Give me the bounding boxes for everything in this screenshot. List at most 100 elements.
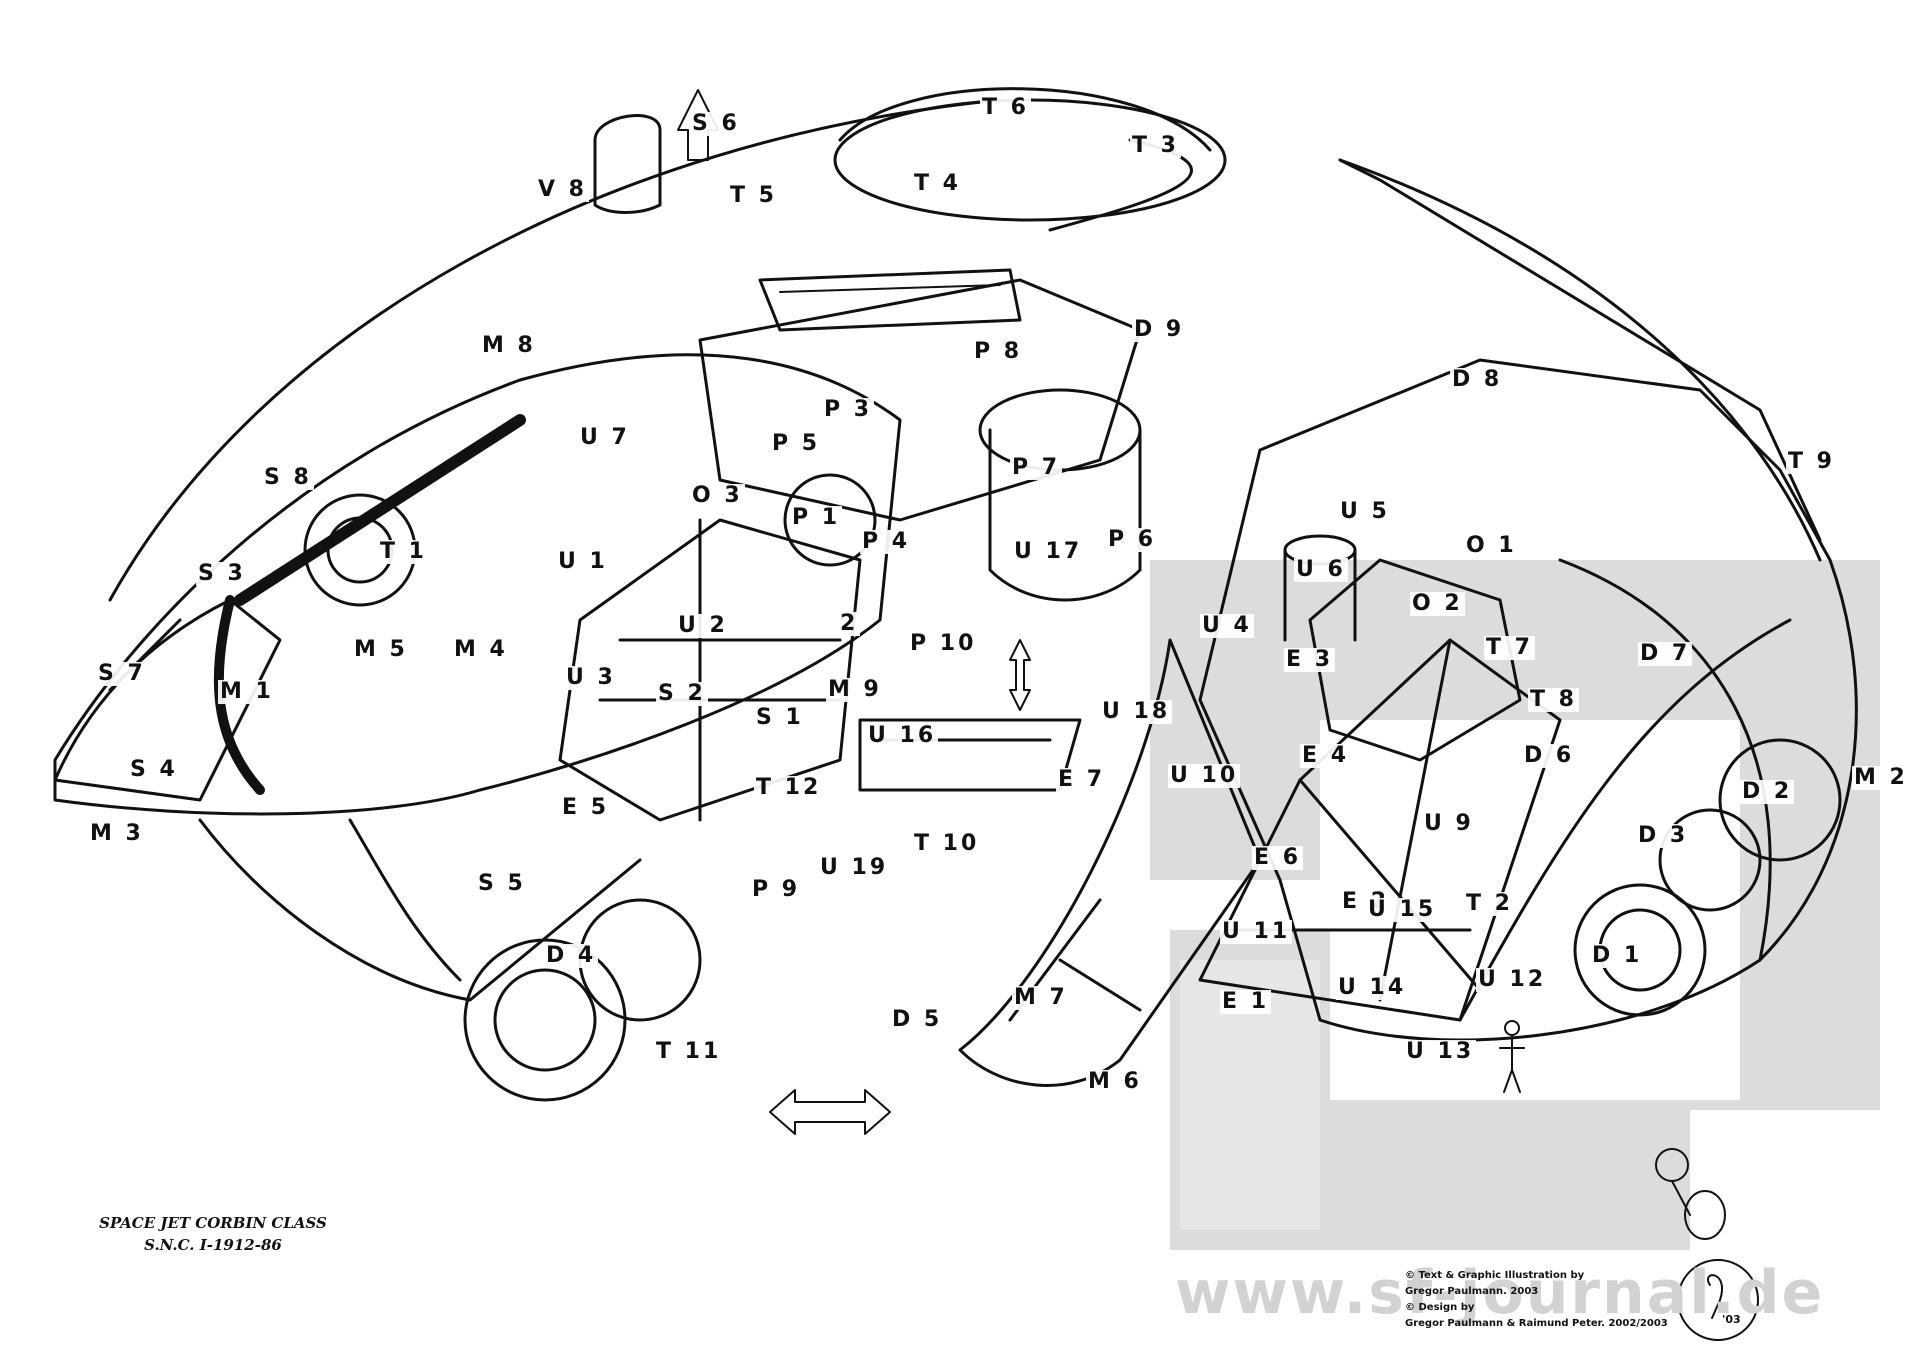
callout-label: T 3 — [1130, 133, 1181, 158]
watermark-url: www.sf-journal.de — [1175, 1258, 1825, 1328]
watermark-logo — [1150, 560, 1880, 1250]
callout-label: P 3 — [822, 397, 875, 422]
callout-label: U 4 — [1200, 613, 1254, 638]
callout-label: M 8 — [480, 333, 538, 358]
callout-label: S 3 — [196, 561, 248, 586]
callout-label: D 8 — [1450, 367, 1505, 392]
callout-label: P 6 — [1106, 527, 1159, 552]
credits-line-1: © Text & Graphic Illustration by — [1405, 1270, 1585, 1281]
callout-label: P 5 — [770, 431, 823, 456]
callout-label: S 7 — [96, 661, 148, 686]
callout-label: U 19 — [818, 855, 891, 880]
arrow-horizontal — [769, 1089, 891, 1135]
left-hull — [53, 353, 902, 816]
callout-label: P 7 — [1010, 455, 1063, 480]
callout-label: P 1 — [790, 505, 843, 530]
callout-label: V 8 — [536, 177, 589, 202]
callout-label: D 7 — [1638, 641, 1693, 666]
callout-label: S 4 — [128, 757, 180, 782]
human-figure — [1499, 1020, 1525, 1093]
callout-label: E 1 — [1220, 989, 1271, 1014]
callout-label: P 4 — [860, 529, 913, 554]
callout-label: U 2 — [676, 613, 730, 638]
callout-label: T 11 — [654, 1039, 724, 1064]
callout-label: T 2 — [1464, 891, 1515, 916]
callout-label: U 1 — [556, 549, 610, 574]
lower-left-shard — [958, 638, 1262, 1087]
d4-sphere — [463, 938, 627, 1102]
callout-label: D 4 — [544, 943, 599, 968]
callout-label: U 5 — [1338, 499, 1392, 524]
callout-label: O 2 — [1410, 591, 1465, 616]
callout-label: E 6 — [1252, 845, 1303, 870]
callout-label: U 15 — [1366, 897, 1439, 922]
callout-label: M 9 — [826, 677, 884, 702]
callout-label: M 2 — [1852, 765, 1910, 790]
callout-label: U 14 — [1336, 975, 1409, 1000]
callout-label: U 17 — [1012, 539, 1085, 564]
arrow-up — [677, 89, 719, 161]
callout-label: D 5 — [890, 1007, 945, 1032]
callout-label: S 2 — [656, 681, 708, 706]
caption-line-2: S.N.C. I-1912-86 — [144, 1236, 282, 1254]
callout-label: T 8 — [1528, 687, 1579, 712]
callout-label: T 6 — [980, 95, 1031, 120]
callout-label: S 5 — [476, 871, 528, 896]
callout-label: M 7 — [1012, 985, 1070, 1010]
callout-label: U 6 — [1294, 557, 1348, 582]
callout-label: U 9 — [1422, 811, 1476, 836]
callout-label: D 6 — [1522, 743, 1577, 768]
callout-label: U 3 — [564, 665, 618, 690]
callout-label: T 12 — [754, 775, 824, 800]
callout-label: U 18 — [1100, 699, 1173, 724]
callout-label: T 7 — [1484, 635, 1535, 660]
credits-block: © Text & Graphic Illustration by Gregor … — [1405, 1268, 1668, 1332]
callout-label: S 1 — [754, 705, 806, 730]
callout-label: S 8 — [262, 465, 314, 490]
callout-label: P 10 — [908, 631, 979, 656]
callout-label: M 4 — [452, 637, 510, 662]
credits-line-2: Gregor Paulmann. 2003 — [1405, 1286, 1539, 1297]
callout-label: T 4 — [912, 171, 963, 196]
central-deck — [698, 278, 1142, 522]
callout-label: M 3 — [88, 821, 146, 846]
signature-year: '03 — [1722, 1313, 1741, 1326]
caption-line-1: SPACE JET CORBIN CLASS — [99, 1214, 327, 1232]
callout-label: M 6 — [1086, 1069, 1144, 1094]
u8-capsule — [593, 114, 662, 214]
callout-label: D 2 — [1740, 779, 1795, 804]
callout-label: T 5 — [728, 183, 779, 208]
callout-label: U 12 — [1476, 967, 1549, 992]
callout-label: M 5 — [352, 637, 410, 662]
callout-label: U 16 — [866, 723, 939, 748]
callout-label: E 5 — [560, 795, 611, 820]
callout-label: O 1 — [1464, 533, 1519, 558]
callout-label: D 1 — [1590, 943, 1645, 968]
callout-label: S 6 — [690, 111, 742, 136]
credits-line-4: Gregor Paulmann & Raimund Peter. 2002/20… — [1405, 1318, 1668, 1329]
diagram-caption: SPACE JET CORBIN CLASS S.N.C. I-1912-86 — [98, 1212, 328, 1256]
callout-label: P 8 — [972, 339, 1025, 364]
callout-label: U 13 — [1404, 1039, 1477, 1064]
callout-label: P 9 — [750, 877, 803, 902]
callout-label: T 10 — [912, 831, 982, 856]
callout-label: T 1 — [378, 539, 429, 564]
callout-label: E 7 — [1056, 767, 1107, 792]
callout-label: U 7 — [578, 425, 632, 450]
canopy-arc-left — [108, 98, 1002, 602]
arrow-vertical — [1009, 639, 1031, 711]
callout-label: U 10 — [1168, 763, 1241, 788]
callout-label: U 11 — [1220, 919, 1293, 944]
callout-label: D 3 — [1636, 823, 1691, 848]
callout-label: M 1 — [218, 679, 276, 704]
credits-line-3: © Design by — [1405, 1302, 1475, 1313]
callout-label: D 9 — [1132, 317, 1187, 342]
callout-label: T 9 — [1786, 449, 1837, 474]
signature-mascot — [1655, 1148, 1759, 1341]
canopy-arc-right — [1338, 158, 1822, 562]
callout-label: O 3 — [690, 483, 745, 508]
d1-sphere — [1573, 883, 1707, 1017]
callout-label: E 3 — [1284, 647, 1335, 672]
